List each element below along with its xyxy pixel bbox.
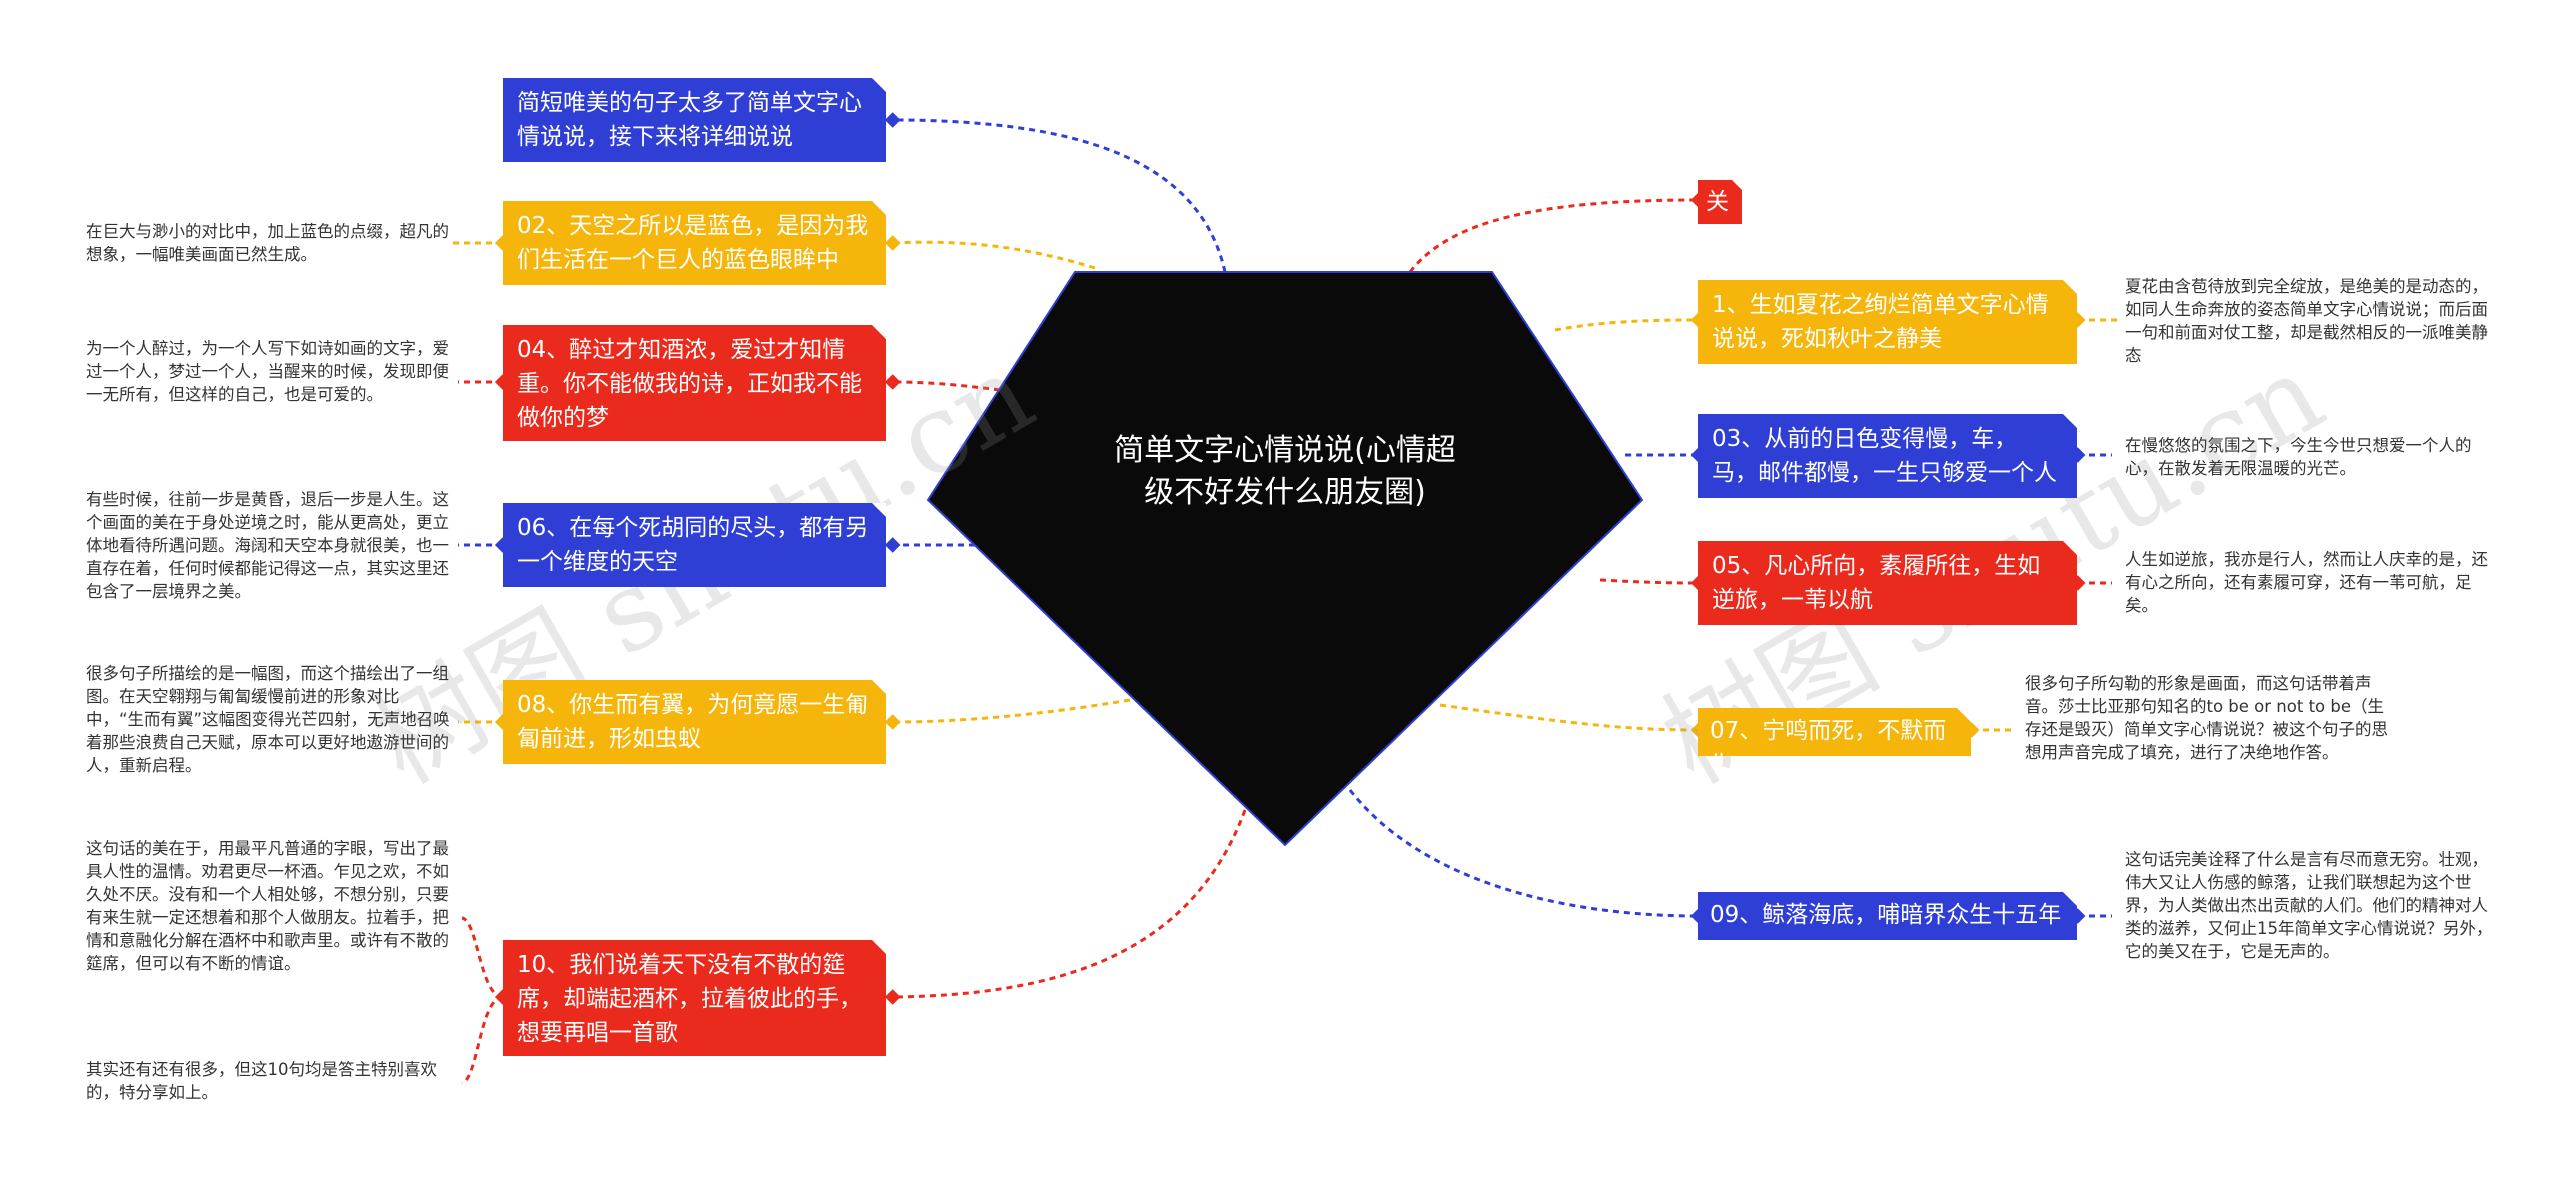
- topic-node-05[interactable]: 05、凡心所向，素履所往，生如逆旅，一苇以航: [1698, 541, 2077, 625]
- topic-node-06[interactable]: 06、在每个死胡同的尽头，都有另一个维度的天空: [503, 503, 886, 587]
- topic-node-03[interactable]: 03、从前的日色变得慢，车，马，邮件都慢，一生只够爱一个人: [1698, 414, 2077, 498]
- connector-note-left-6b: [461, 995, 504, 1085]
- topic-node-10[interactable]: 10、我们说着天下没有不散的筵席，却端起酒杯，拉着彼此的手，想要再唱一首歌: [503, 940, 886, 1056]
- connector-center-left-3: [892, 380, 1001, 392]
- note-09: 这句话完美诠释了什么是言有尽而意无穷。壮观，伟大又让人伤感的鲸落，让我们联想起为…: [2125, 850, 2493, 961]
- note-1: 夏花由含苞待放到完全绽放，是绝美的是动态的，如同人生命奔放的姿态简单文字心情说说…: [2125, 277, 2488, 365]
- fold-corner: [2063, 892, 2077, 906]
- connector-center-left-1: [892, 118, 1227, 273]
- topic-label: 03、从前的日色变得慢，车，马，邮件都慢，一生只够爱一个人: [1712, 426, 2057, 486]
- topic-node-1[interactable]: 1、生如夏花之绚烂简单文字心情说说，死如秋叶之静美: [1698, 280, 2077, 364]
- topic-label: 07、宁鸣而死，不默而生: [1710, 718, 1947, 756]
- topic-node-09[interactable]: 09、鲸落海底，哺暗界众生十五年: [1698, 892, 2077, 940]
- dot: [884, 714, 901, 730]
- fold-corner: [872, 503, 886, 517]
- fold-corner: [872, 940, 886, 954]
- topic-label: 09、鲸落海底，哺暗界众生十五年: [1710, 902, 2062, 928]
- note-04: 为一个人醉过，为一个人写下如诗如画的文字，爱过一个人，梦过一个人，当醒来的时候，…: [86, 339, 449, 404]
- topic-node-02[interactable]: 02、天空之所以是蓝色，是因为我们生活在一个巨人的蓝色眼眸中: [503, 201, 886, 285]
- topic-node-04[interactable]: 04、醉过才知酒浓，爱过才知情重。你不能做我的诗，正如我不能做你的梦: [503, 325, 886, 441]
- dot: [884, 112, 901, 128]
- note-05: 人生如逆旅，我亦是行人，然而让人庆幸的是，还有心之所向，还有素履可穿，还有一苇可…: [2125, 550, 2488, 615]
- center-pentagon: [926, 271, 1644, 847]
- topic-node-08[interactable]: 08、你生而有翼，为何竟愿一生匍匐前进，形如虫蚁: [503, 680, 886, 764]
- topic-node-guan[interactable]: 关: [1698, 180, 1742, 224]
- note-10b: 其实还有还有很多，但这10句均是答主特别喜欢的，特分享如上。: [86, 1060, 437, 1102]
- dot: [884, 235, 901, 251]
- dot: [884, 537, 901, 553]
- topic-node-intro[interactable]: 简短唯美的句子太多了简单文字心情说说，接下来将详细说说: [503, 78, 886, 162]
- fold-corner: [2063, 541, 2077, 555]
- topic-label: 关: [1706, 189, 1729, 215]
- topic-label: 1、生如夏花之绚烂简单文字心情说说，死如秋叶之静美: [1712, 292, 2049, 352]
- note-07: 很多句子所勾勒的形象是画面，而这句话带着声音。莎士比亚那句知名的to be or…: [2025, 674, 2388, 762]
- topic-label: 02、天空之所以是蓝色，是因为我们生活在一个巨人的蓝色眼眸中: [517, 213, 869, 273]
- connector-center-right-5: [1439, 703, 1699, 732]
- connector-center-right-4: [1599, 578, 1699, 585]
- connector-lines: [450, 118, 2118, 1085]
- connector-center-left-6: [892, 809, 1247, 999]
- topic-label: 10、我们说着天下没有不散的筵席，却端起酒杯，拉着彼此的手，想要再唱一首歌: [517, 952, 862, 1046]
- note-08: 很多句子所描绘的是一幅图，而这个描绘出了一组图。在天空翱翔与匍匐缓慢前进的形象对…: [86, 664, 450, 775]
- topic-node-07[interactable]: 07、宁鸣而死，不默而生: [1698, 708, 1971, 756]
- fold-corner: [872, 78, 886, 92]
- connector-center-left-5: [892, 698, 1131, 724]
- topic-label: 05、凡心所向，素履所往，生如逆旅，一苇以航: [1712, 553, 2041, 613]
- note-02: 在巨大与渺小的对比中，加上蓝色的点缀，超凡的想象，一幅唯美画面已然生成。: [86, 222, 449, 264]
- topic-label: 08、你生而有翼，为何竟愿一生匍匐前进，形如虫蚁: [517, 692, 869, 752]
- connector-note-left-6: [461, 916, 504, 999]
- connector-center-right-6: [1348, 789, 1699, 918]
- fold-corner: [2063, 414, 2077, 428]
- fold-corner: [872, 201, 886, 215]
- fold-corner: [872, 325, 886, 339]
- fold-corner: [872, 680, 886, 694]
- connector-center-right-2: [1554, 318, 1699, 332]
- topic-label: 简短唯美的句子太多了简单文字心情说说，接下来将详细说说: [517, 90, 862, 150]
- connector-center-left-2: [892, 240, 1096, 270]
- topic-label: 06、在每个死胡同的尽头，都有另一个维度的天空: [517, 515, 869, 575]
- note-10a: 这句话的美在于，用最平凡普通的字眼，写出了最具人性的温情。劝君更尽一杯酒。乍见之…: [86, 839, 449, 973]
- note-03: 在慢悠悠的氛围之下，今生今世只想爱一个人的心，在散发着无限温暖的光芒。: [2125, 436, 2472, 478]
- center-topic: 简单文字心情说说(心情超级不好发什么朋友圈): [1114, 433, 1456, 510]
- topic-label: 04、醉过才知酒浓，爱过才知情重。你不能做我的诗，正如我不能做你的梦: [517, 337, 862, 431]
- connector-center-right-1: [1408, 198, 1699, 273]
- fold-corner: [1732, 180, 1742, 190]
- dot: [884, 989, 901, 1005]
- note-06: 有些时候，往前一步是黄昏，退后一步是人生。这个画面的美在于身处逆境之时，能从更高…: [86, 490, 449, 601]
- fold-corner: [2063, 280, 2077, 294]
- fold-corner: [1957, 708, 1971, 722]
